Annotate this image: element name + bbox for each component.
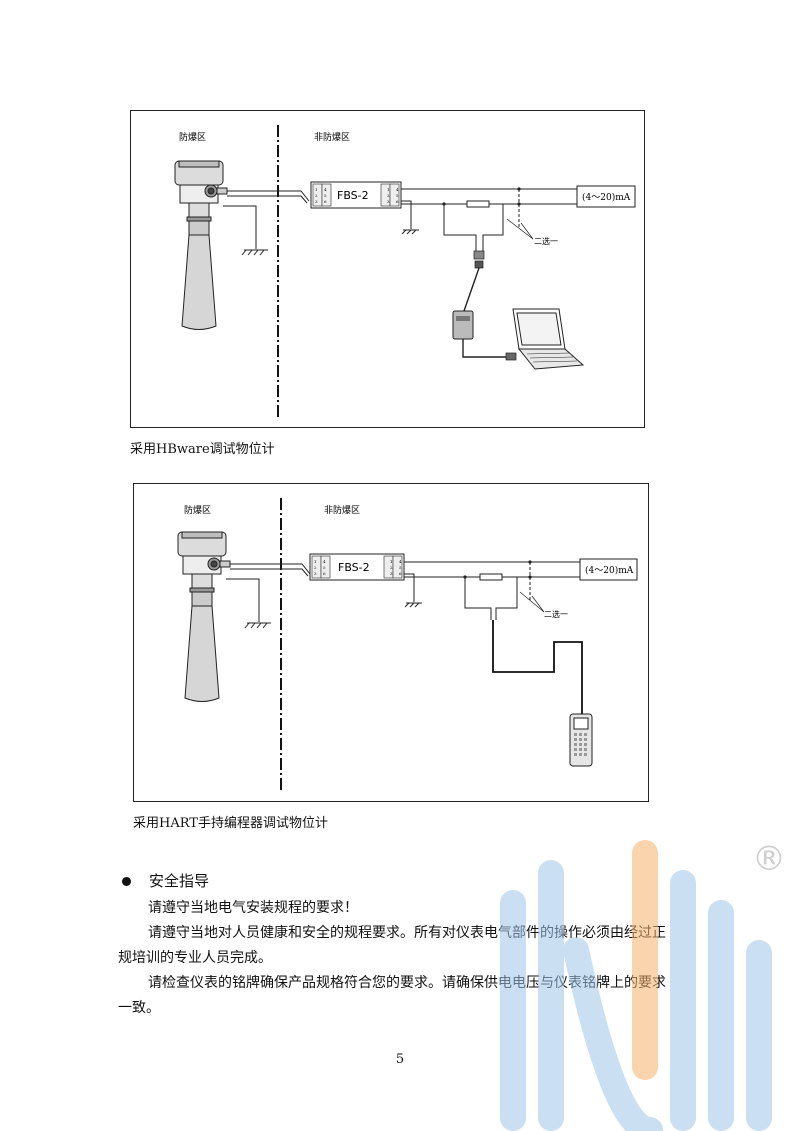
terminal-number-right: 3 xyxy=(390,571,393,576)
wiring-diagram-hbware: 防爆区 非防爆区 xyxy=(174,125,636,417)
resistor-icon xyxy=(479,573,503,581)
terminal-number-right: 6 xyxy=(399,571,402,576)
safety-paragraph: 请遵守当地对人员健康和安全的规程要求。所有对仪表电气部件的操作必须由经过正规培训… xyxy=(118,925,666,966)
zone-label-hazardous: 防爆区 xyxy=(184,504,211,516)
diagram-caption-hbware: 采用HBware调试物位计 xyxy=(130,442,275,457)
zone-label-safe: 非防爆区 xyxy=(314,131,350,143)
choose-one-label: 二选一 xyxy=(534,236,558,246)
current-output-box xyxy=(579,558,638,581)
safety-heading: 安全指导 xyxy=(122,870,209,891)
isolator-label: FBS-2 xyxy=(337,189,369,202)
terminal-number-right: 5 xyxy=(396,193,399,198)
terminal-number-right: 2 xyxy=(387,193,390,198)
laptop-icon xyxy=(512,308,585,370)
wiring-diagram-hart-handheld: 防爆区 非防爆区 FBS-2 xyxy=(177,498,638,790)
ground-symbol-isolator-icon xyxy=(404,602,422,608)
diagram-hart-handheld: 防爆区 非防爆区 FBS-2 xyxy=(133,483,649,802)
current-output-box xyxy=(576,185,636,208)
zone-label-hazardous: 防爆区 xyxy=(179,131,206,143)
terminal-number-left: 1 xyxy=(315,187,318,192)
terminal-number-left: 3 xyxy=(314,571,317,576)
terminal-number-right: 4 xyxy=(396,187,399,192)
terminal-number-left: 1 xyxy=(314,559,317,564)
diagram-caption-hart: 采用HART手持编程器调试物位计 xyxy=(133,816,328,831)
terminal-number-right: 1 xyxy=(387,187,390,192)
ground-symbol-isolator-icon xyxy=(401,229,419,235)
terminal-number-right: 2 xyxy=(390,565,393,570)
radar-level-meter-icon xyxy=(177,531,231,702)
safety-body: 请遵守当地电气安装规程的要求！ 请遵守当地对人员健康和安全的规程要求。所有对仪表… xyxy=(118,896,678,1021)
terminal-number-left: 4 xyxy=(324,187,327,192)
page-number: 5 xyxy=(395,1052,405,1067)
trademark-symbol: ® xyxy=(752,839,786,879)
terminal-number-left: 6 xyxy=(323,571,326,576)
current-output-label: (4～20)mA xyxy=(582,192,631,203)
hart-modem-icon xyxy=(452,310,517,361)
terminal-number-right: 4 xyxy=(399,559,402,564)
zone-label-safe: 非防爆区 xyxy=(324,504,360,516)
hart-handheld-programmer-icon xyxy=(569,713,593,767)
terminal-number-right: 5 xyxy=(399,565,402,570)
ground-symbol-meter-icon xyxy=(244,622,271,629)
terminal-number-left: 4 xyxy=(323,559,326,564)
fbs2-isolator: FBS-2 xyxy=(309,553,405,581)
terminal-number-right: 1 xyxy=(390,559,393,564)
terminal-number-left: 2 xyxy=(314,565,317,570)
ground-symbol-meter-icon xyxy=(241,249,268,256)
fbs2-isolator: FBS-2 xyxy=(310,181,402,209)
terminal-number-right: 3 xyxy=(387,199,390,204)
safety-paragraph: 请遵守当地电气安装规程的要求！ xyxy=(148,900,358,916)
isolator-label: FBS-2 xyxy=(338,561,370,574)
terminal-number-left: 5 xyxy=(323,565,326,570)
terminal-number-left: 3 xyxy=(315,199,318,204)
bullet-icon xyxy=(122,877,131,886)
resistor-icon xyxy=(466,200,490,208)
hart-clip-icon xyxy=(473,250,485,260)
terminal-number-left: 5 xyxy=(324,193,327,198)
terminal-number-left: 6 xyxy=(324,199,327,204)
terminal-number-left: 2 xyxy=(315,193,318,198)
current-output-label: (4～20)mA xyxy=(585,565,634,576)
diagram-hbware: 防爆区 非防爆区 xyxy=(130,110,645,428)
choose-one-label: 二选一 xyxy=(544,609,568,619)
safety-paragraph: 请检查仪表的铭牌确保产品规格符合您的要求。请确保供电电压与仪表铭牌上的要求一致。 xyxy=(118,975,666,1016)
radar-level-meter-icon xyxy=(174,160,228,330)
terminal-number-right: 6 xyxy=(396,199,399,204)
